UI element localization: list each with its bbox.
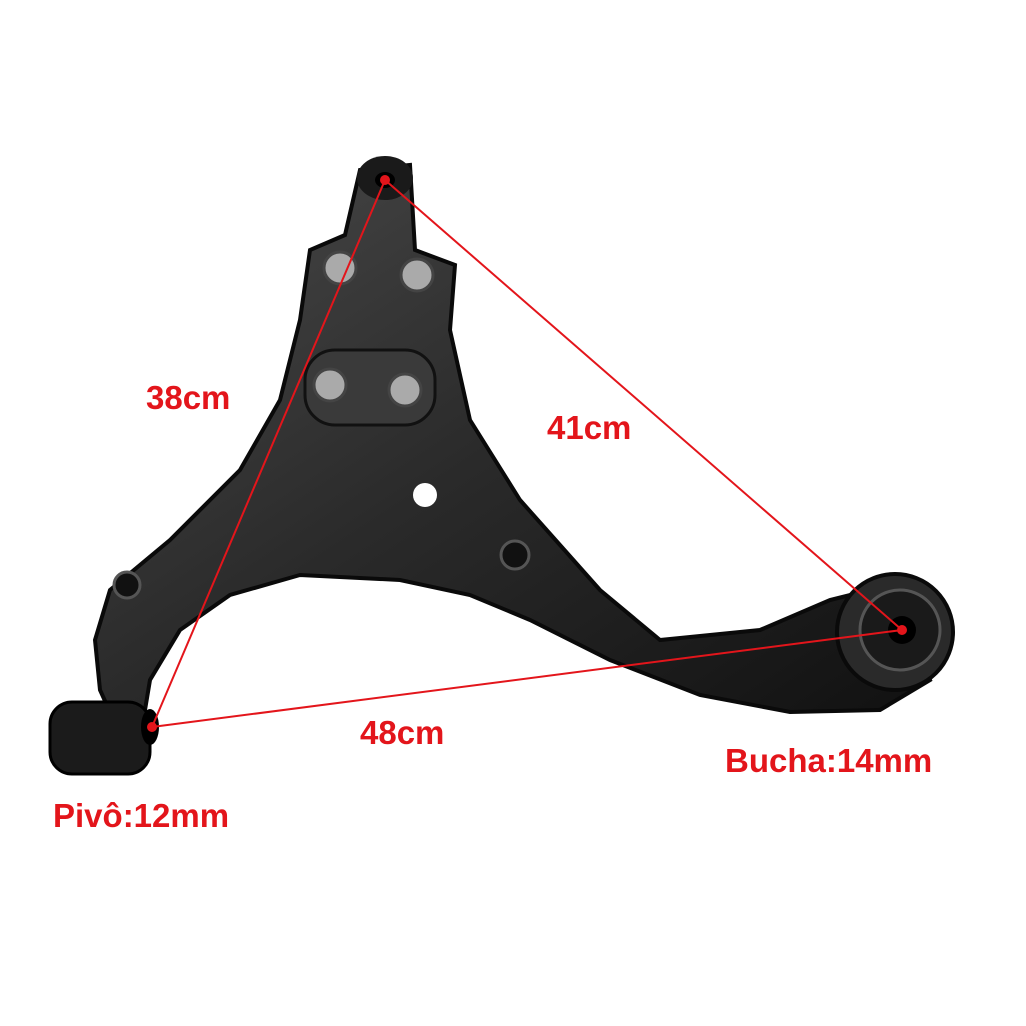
dimension-label-41cm: 41cm [547, 409, 632, 446]
dimension-label-48cm: 48cm [360, 714, 445, 751]
dimension-line-48cm [151, 629, 903, 728]
dimension-line-38cm [151, 179, 386, 728]
dimension-label-38cm: 38cm [146, 379, 231, 416]
dimension-line-41cm [384, 179, 903, 631]
pivot-size-label: Pivô:12mm [53, 797, 230, 834]
dimension-lines [147, 175, 907, 732]
bushing-size-label: Bucha:14mm [725, 742, 933, 779]
control-arm [48, 156, 955, 776]
